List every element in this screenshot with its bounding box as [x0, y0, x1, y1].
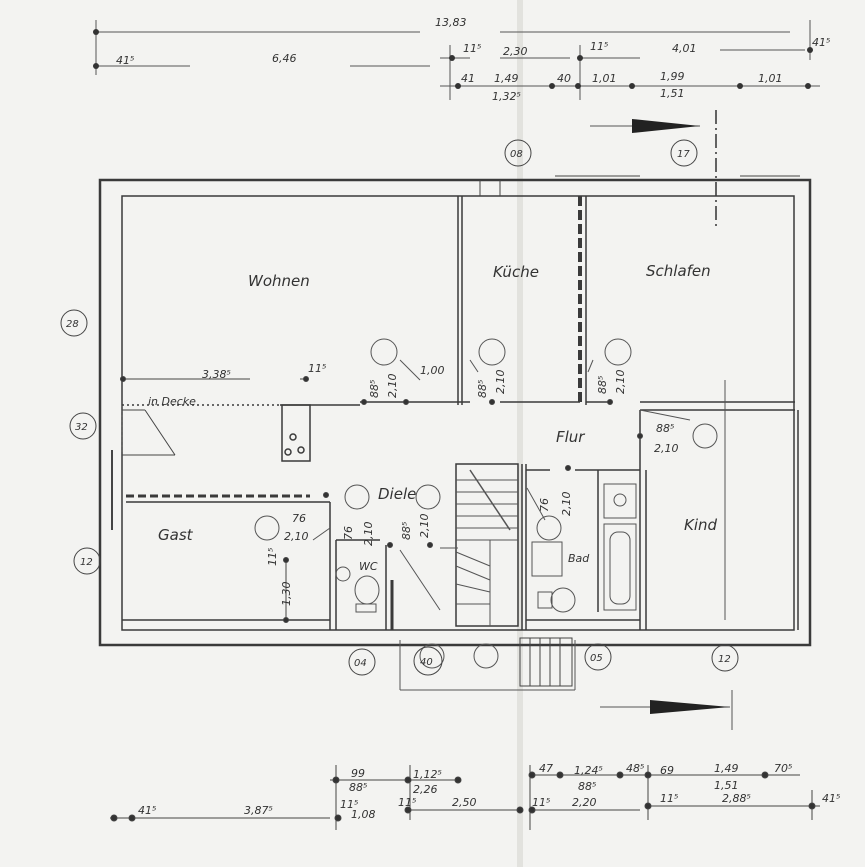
tag-12-left: 12	[80, 557, 93, 568]
tag-32: 32	[75, 422, 88, 433]
dim-row2-b: 1,49	[494, 72, 519, 85]
dim-row2-a: 41	[461, 72, 475, 85]
dim-bottom-1125: 1,12⁵	[413, 768, 442, 781]
dim-door-diele-a: 88⁵	[400, 522, 413, 540]
dim-door-kueche-a: 88⁵	[476, 380, 489, 398]
dim-bottom-47: 47	[539, 762, 553, 775]
dim-bottom-69: 69	[660, 764, 674, 777]
room-label-schlafen: Schlafen	[646, 262, 711, 280]
dim-bottom-705: 70⁵	[774, 762, 792, 775]
dim-total-width: 13,83	[435, 16, 467, 29]
dim-bottom-gast: 3,87⁵	[244, 804, 273, 817]
dim-kueche-width: 2,30	[503, 45, 528, 58]
bottom-dimensions	[110, 765, 820, 830]
room-label-wc: WC	[359, 560, 378, 573]
dim-bottom-220: 2,20	[572, 796, 597, 809]
room-label-diele: Diele	[378, 485, 416, 503]
dim-bottom-885a: 88⁵	[349, 781, 367, 794]
dim-mid-wall: 11⁵	[463, 42, 481, 55]
dim-door-bad-b: 2,10	[560, 492, 573, 517]
dim-door-wohnen-b: 2,10	[386, 374, 399, 399]
dim-bottom-1245: 1,24⁵	[574, 764, 603, 777]
dim-bottom-left-wall: 41⁵	[138, 804, 156, 817]
dim-door-schlafen-a: 88⁵	[596, 376, 609, 394]
room-label-gast: Gast	[158, 526, 194, 544]
dim-row2-c: 40	[557, 72, 571, 85]
dim-door-kind-a: 88⁵	[656, 422, 674, 435]
tag-28: 28	[66, 319, 79, 330]
dim-bottom-885b: 88⁵	[578, 780, 596, 793]
room-label-bad: Bad	[568, 552, 590, 565]
staircase	[455, 469, 518, 626]
dim-door-wohnen-c: 1,00	[420, 364, 445, 377]
tag-05: 05	[590, 653, 603, 664]
dim-right-wall: 41⁵	[812, 36, 830, 49]
dim-bottom-115b: 11⁵	[398, 796, 416, 809]
tag-04: 04	[354, 658, 367, 669]
fixtures	[254, 338, 718, 669]
dim-bottom-115a: 11⁵	[340, 798, 358, 811]
dim-bottom-485: 48⁵	[626, 762, 644, 775]
dim-schlafen-width: 4,01	[672, 42, 697, 55]
dim-door-wohnen-a: 88⁵	[368, 380, 381, 398]
dim-row2-b2: 1,32⁵	[492, 90, 521, 103]
dim-gast-window: 1,30	[280, 582, 293, 607]
dim-wohnen-wall: 11⁵	[308, 362, 326, 375]
dim-bottom-151: 1,51	[714, 779, 739, 792]
top-dimensions	[93, 20, 820, 100]
dim-row2-f: 1,01	[758, 72, 783, 85]
room-label-kind: Kind	[684, 516, 718, 534]
dim-door-schlafen-b: 2,10	[614, 370, 627, 395]
dim-door-gast-a: 76	[292, 512, 306, 525]
plan-dimension-marks	[120, 376, 643, 623]
tag-40: 40	[420, 657, 433, 668]
dim-gast-wall: 11⁵	[266, 548, 279, 566]
door-swings	[312, 359, 726, 691]
section-arrow-top	[590, 110, 717, 230]
room-label-flur: Flur	[556, 428, 585, 446]
room-label-kueche: Küche	[493, 263, 539, 281]
tag-17: 17	[677, 149, 690, 160]
dim-door-kueche-b: 2,10	[494, 370, 507, 395]
dim-bottom-250: 2,50	[452, 796, 477, 809]
dim-bottom-115d: 11⁵	[660, 792, 678, 805]
dim-door-gast-b: 2,10	[284, 530, 309, 543]
tag-08: 08	[510, 149, 523, 160]
dim-inner-wall: 11⁵	[590, 40, 608, 53]
dim-wohnen-depth: 3,38⁵	[202, 368, 231, 381]
dim-bottom-115c: 11⁵	[532, 796, 550, 809]
entrance-steps	[519, 637, 573, 687]
dim-row2-d: 1,01	[592, 72, 617, 85]
dim-door-kind-b: 2,10	[654, 442, 679, 455]
dim-bottom-149: 1,49	[714, 762, 739, 775]
interior-walls	[122, 196, 799, 630]
circled-tags	[60, 139, 739, 676]
dim-door-diele-b: 2,10	[418, 514, 431, 539]
dim-door-bad-a: 76	[538, 498, 551, 512]
dim-door-wc-b: 2,10	[362, 522, 375, 547]
dim-bottom-108: 1,08	[351, 808, 376, 821]
dim-bottom-226: 2,26	[413, 783, 438, 796]
section-arrow-bottom	[600, 690, 733, 730]
dim-left-wall: 41⁵	[116, 54, 134, 67]
dim-door-wc-a: 76	[342, 526, 355, 540]
tag-12-right: 12	[718, 654, 731, 665]
note-in-decke: in Decke	[148, 395, 196, 408]
dim-bottom-99: 99	[351, 767, 365, 780]
dim-bottom-415: 41⁵	[822, 792, 840, 805]
dim-bottom-2885: 2,88⁵	[722, 792, 751, 805]
ceiling-opening	[121, 405, 176, 456]
dim-row2-e2: 1,51	[660, 87, 685, 100]
dim-row2-e: 1,99	[660, 70, 685, 83]
room-label-wohnen: Wohnen	[248, 272, 310, 290]
dim-wohnen-width: 6,46	[272, 52, 297, 65]
